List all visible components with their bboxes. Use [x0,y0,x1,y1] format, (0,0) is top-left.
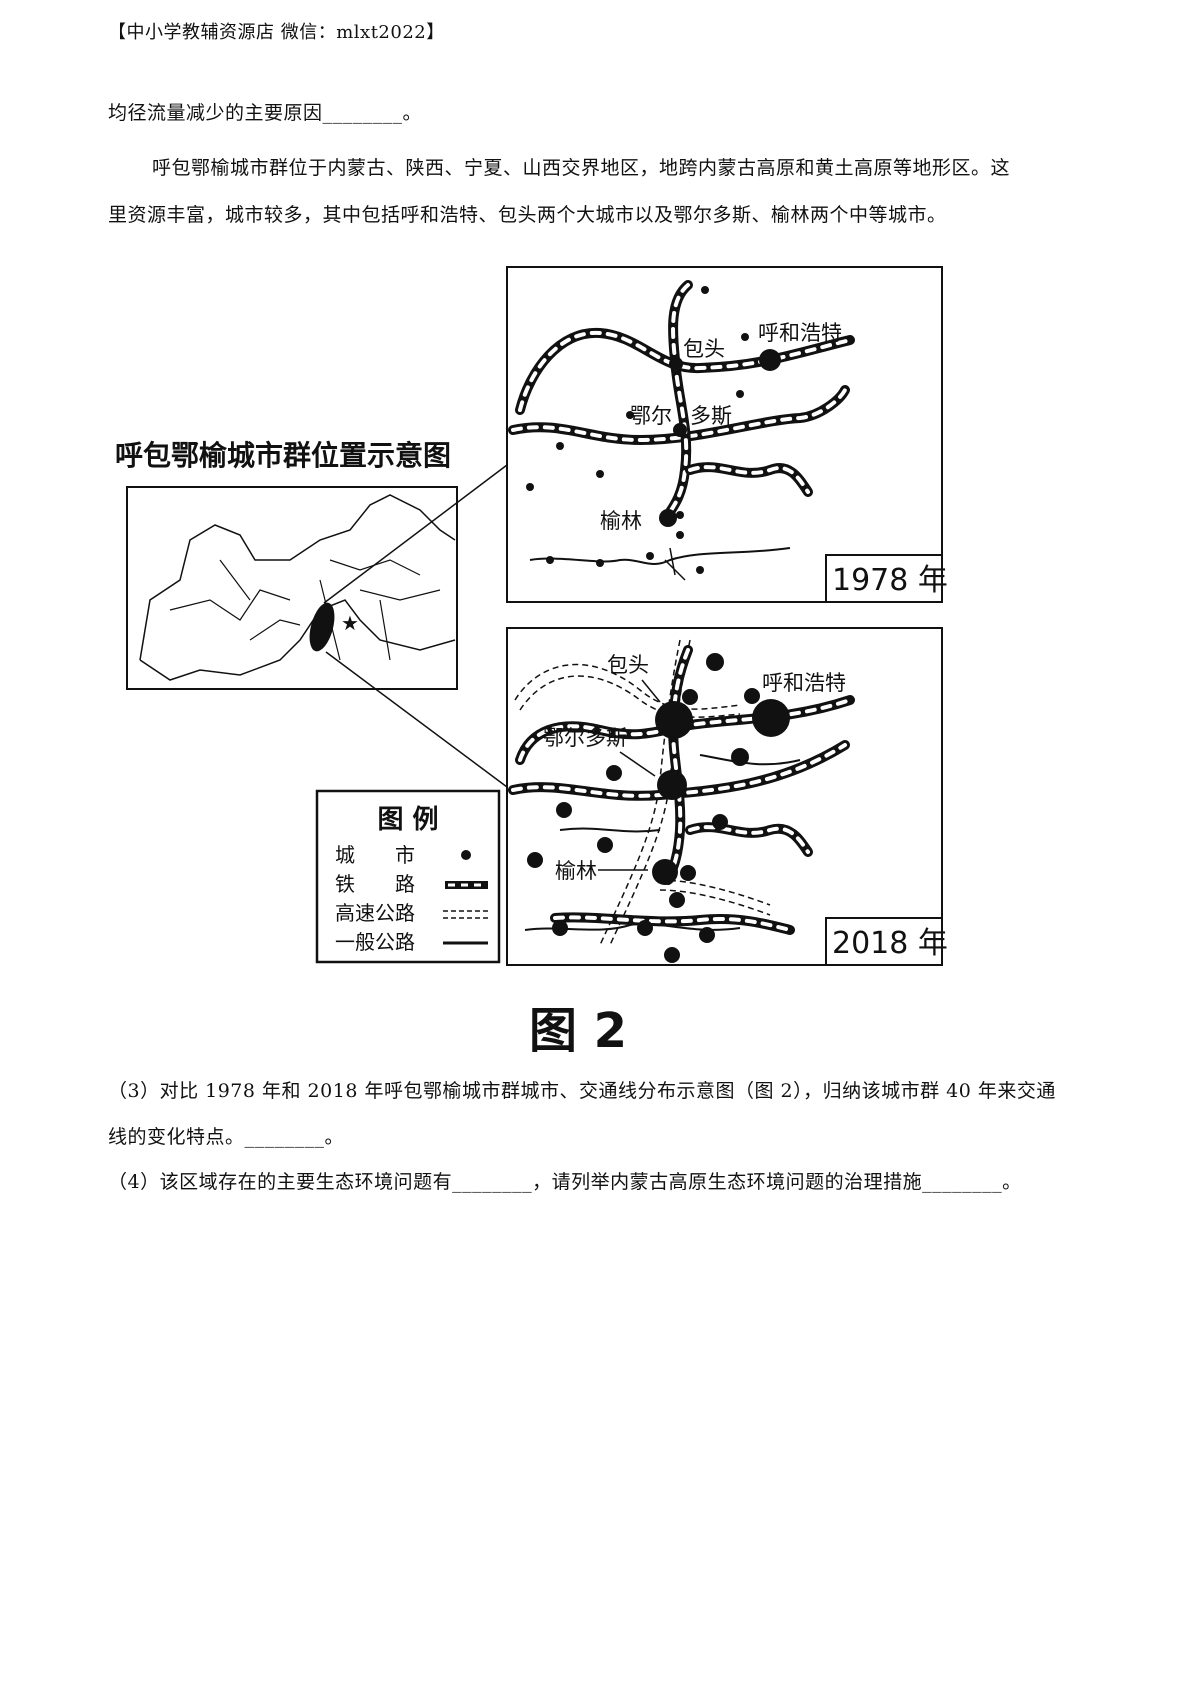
map-2018: 包头 呼和浩特 鄂尔多斯 榆林 2018 年 [506,627,948,966]
city-dot [699,927,715,943]
city-dot [676,511,684,519]
city-dot [680,865,696,881]
paragraph-1: 均径流量减少的主要原因________。 [108,102,423,124]
map-city-label: 呼和浩特 [762,671,846,695]
city-dot [712,814,728,830]
city-dot [696,566,704,574]
location-map-title: 呼包鄂榆城市群位置示意图 [115,439,451,472]
city-dot [759,349,781,371]
figure-caption: 图 2 [529,1003,627,1059]
city-dot [664,947,680,963]
map-city-label: 鄂尔 [630,404,672,428]
city-dot [655,701,693,739]
city-dot [659,509,677,527]
city-dot [526,483,534,491]
map-city-label: 包头 [607,653,649,677]
paragraph-2-line-2: 里资源丰富，城市较多，其中包括呼和浩特、包头两个大城市以及鄂尔多斯、榆林两个中等… [108,204,947,226]
city-dot [652,859,678,885]
map-1978-year-label: 1978 年 [832,563,948,598]
city-dot [606,765,622,781]
city-dot [552,920,568,936]
capital-star-icon: ★ [341,611,359,635]
map-city-label: 一般公路 [335,930,415,954]
city-dot [626,411,634,419]
question-4: （4）该区域存在的主要生态环境问题有________，请列举内蒙古高原生态环境问… [108,1171,1022,1193]
city-dot [682,689,698,705]
map-2018-year-label: 2018 年 [832,926,948,961]
city-dot [752,699,790,737]
map-city-label: 榆林 [555,859,597,883]
city-dot [701,286,709,294]
city-dot [669,357,683,371]
city-dot [673,423,687,437]
map-city-label: 榆林 [600,509,642,533]
city-cluster-location-marker [309,602,335,652]
map-city-label: 鄂尔多斯 [543,726,627,750]
city-dot [676,531,684,539]
header-watermark: 【中小学教辅资源店 微信：mlxt2022】 [108,22,445,43]
city-dot [556,802,572,818]
map-city-label: 多斯 [690,404,732,428]
city-dot [596,559,604,567]
city-dot [669,892,685,908]
map-city-label: 包头 [683,337,725,361]
map-city-label: 城 市 [335,843,415,867]
map-legend: 图 例 城 市 铁 路 高速公路 一般公路 [315,789,501,964]
city-dot [657,770,687,800]
city-dot [741,333,749,341]
city-dot [744,688,760,704]
question-3-line-1: （3）对比 1978 年和 2018 年呼包鄂榆城市群城市、交通线分布示意图（图… [108,1080,1056,1102]
map-city-label: 呼和浩特 [758,321,842,345]
paragraph-2-line-1: 呼包鄂榆城市群位于内蒙古、陕西、宁夏、山西交界地区，地跨内蒙古高原和黄土高原等地… [152,157,1011,179]
location-map: ★ [126,464,508,788]
figure-2: 呼包鄂榆城市群位置示意图 ★ [115,266,948,1059]
city-dot [706,653,724,671]
map-1978: 包头 呼和浩特 鄂尔 多斯 榆林 1978 年 [506,266,948,603]
city-dot [546,556,554,564]
legend-title: 图 例 [377,805,438,835]
city-dot [597,837,613,853]
city-dot [527,852,543,868]
city-dot [596,470,604,478]
city-dot [731,748,749,766]
city-dot [637,920,653,936]
map-city-label: 铁 路 [335,872,415,896]
map-city-label: 高速公路 [335,901,415,925]
city-dot [736,390,744,398]
city-dot [646,552,654,560]
question-3-line-2: 线的变化特点。________。 [108,1126,345,1148]
city-dot [556,442,564,450]
legend-city-symbol [461,850,471,860]
